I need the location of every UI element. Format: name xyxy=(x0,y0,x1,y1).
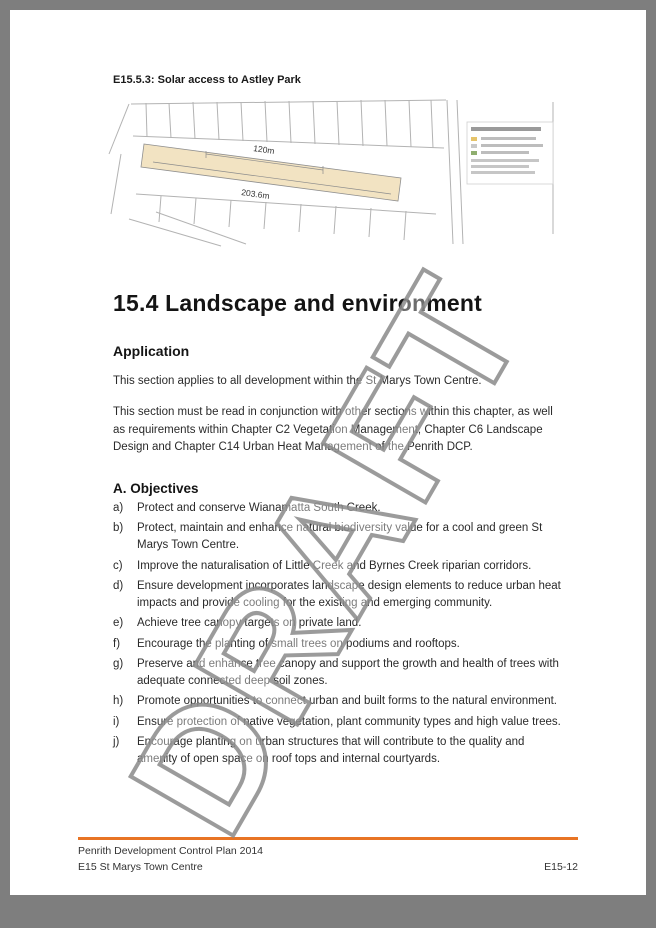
page-content: E15.5.3: Solar access to Astley Park xyxy=(108,74,568,769)
objective-item: g) Preserve and enhance tree canopy and … xyxy=(113,656,565,691)
objective-item: b) Protect, maintain and enhance natural… xyxy=(113,520,565,555)
objective-label: a) xyxy=(113,501,124,514)
legend-swatch-green xyxy=(471,151,477,155)
dim-width-label: 120m xyxy=(253,143,275,156)
objective-item: c) Improve the naturalisation of Little … xyxy=(113,558,565,575)
legend-swatch-solar xyxy=(471,137,477,141)
objective-text: Achieve tree canopy targets on private l… xyxy=(137,617,362,630)
objective-item: e) Achieve tree canopy targets on privat… xyxy=(113,615,565,632)
objective-text: Preserve and enhance tree canopy and sup… xyxy=(137,657,559,688)
application-heading: Application xyxy=(113,343,190,359)
objective-text: Promote opportunities to connect urban a… xyxy=(137,695,557,708)
figure-caption: E15.5.3: Solar access to Astley Park xyxy=(113,74,301,86)
objective-item: j) Encourage planting on urban structure… xyxy=(113,734,565,769)
objective-text: Encourage planting on urban structures t… xyxy=(137,735,525,766)
section-title: 15.4 Landscape and environment xyxy=(113,290,483,316)
objective-item: a) Protect and conserve Wianamatta South… xyxy=(113,500,565,517)
footer-page-number: E15-12 xyxy=(544,861,578,873)
objective-label: h) xyxy=(113,695,124,708)
objective-item: f) Encourage the planting of small trees… xyxy=(113,636,565,653)
objectives-list: a) Protect and conserve Wianamatta South… xyxy=(113,500,565,769)
dim-length-label: 203.6m xyxy=(241,187,270,201)
objective-label: b) xyxy=(113,522,124,535)
objective-text: Protect and conserve Wianamatta South Cr… xyxy=(137,501,381,514)
objective-label: e) xyxy=(113,617,124,630)
objective-label: g) xyxy=(113,657,124,670)
objective-label: i) xyxy=(113,715,120,728)
footer-plan-title: Penrith Development Control Plan 2014 xyxy=(78,845,264,857)
map-legend xyxy=(466,121,554,185)
site-map: 120m 203.6m xyxy=(108,99,554,247)
footer-chapter-title: E15 St Marys Town Centre xyxy=(78,861,203,873)
objective-item: h) Promote opportunities to connect urba… xyxy=(113,693,565,710)
site-map-figure: 120m 203.6m xyxy=(101,94,571,252)
application-paragraph-1: This section applies to all development … xyxy=(113,375,482,387)
objective-text: Improve the naturalisation of Little Cre… xyxy=(137,559,532,572)
legend-swatch-gray xyxy=(471,144,477,148)
page-footer: Penrith Development Control Plan 2014 E1… xyxy=(78,837,578,873)
objective-text: Protect, maintain and enhance natural bi… xyxy=(137,522,543,552)
objectives-heading: A. Objectives xyxy=(113,480,199,496)
objective-text: Ensure protection of native vegetation, … xyxy=(137,715,561,728)
objective-text: Ensure development incorporates landscap… xyxy=(137,579,561,610)
objective-label: c) xyxy=(113,559,123,572)
objective-text: Encourage the planting of small trees on… xyxy=(137,637,460,650)
document-page: E15.5.3: Solar access to Astley Park xyxy=(10,10,646,895)
application-paragraph-2: This section must be read in conjunction… xyxy=(113,406,553,454)
objective-label: d) xyxy=(113,579,124,592)
objective-item: d) Ensure development incorporates lands… xyxy=(113,578,565,613)
objective-label: f) xyxy=(113,637,121,650)
objective-item: i) Ensure protection of native vegetatio… xyxy=(113,714,565,731)
objective-label: j) xyxy=(113,735,120,748)
